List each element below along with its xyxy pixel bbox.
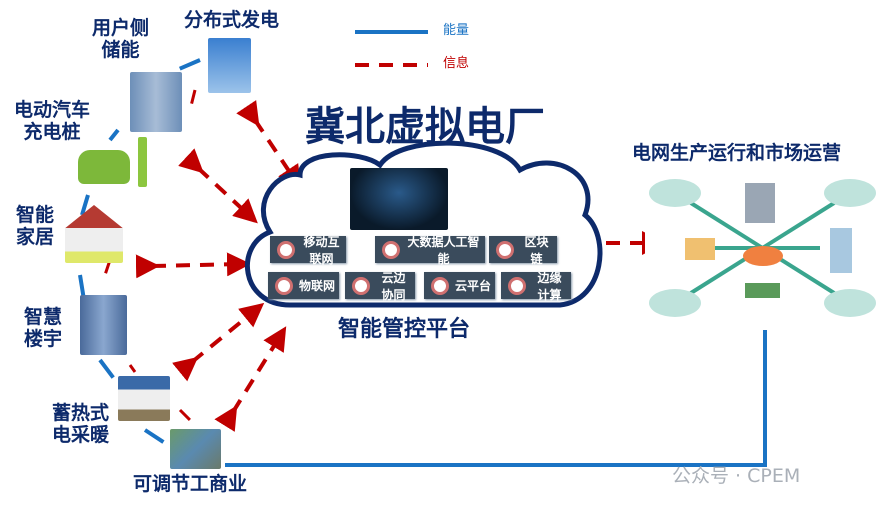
grid-label: 电网生产运行和市场运营 <box>632 142 842 164</box>
page-title: 冀北虚拟电厂 <box>305 104 545 150</box>
legend-energy-label: 能量 <box>443 23 470 38</box>
tech-edge-computing: 边缘计算 <box>501 271 571 302</box>
resource-label-building: 智慧 楼宇 <box>24 306 63 350</box>
resource-label-dg: 分布式发电 <box>184 9 280 31</box>
charging-pile-image <box>138 137 147 187</box>
info-arrow-ev <box>178 148 258 224</box>
resource-label-storage: 用户侧 储能 <box>92 17 150 61</box>
resource-label-home: 智能 家居 <box>16 204 55 248</box>
resource-label-industry: 可调节工商业 <box>133 473 248 495</box>
industrial-park-image <box>170 429 221 469</box>
platform-dashboard-image <box>350 168 448 230</box>
circle-icon <box>431 276 449 295</box>
watermark: 公众号 · CPEM <box>672 465 801 487</box>
energy-line-grid <box>225 330 767 467</box>
grid-network-image <box>645 168 880 328</box>
circle-icon <box>508 276 526 295</box>
circle-icon <box>277 240 295 259</box>
tech-blockchain: 区块链 <box>489 235 557 266</box>
circle-icon <box>352 276 370 295</box>
info-arrow-building <box>172 302 265 382</box>
resource-label-ev: 电动汽车 充电桩 <box>14 99 91 143</box>
tech-cloud-edge: 云边协同 <box>345 271 415 302</box>
heat-storage-image <box>118 376 170 421</box>
tech-mobile-internet: 移动互联网 <box>270 235 346 266</box>
wind-turbine-image <box>208 38 251 93</box>
info-arrow-dg <box>236 100 302 190</box>
platform-label: 智能管控平台 <box>338 317 471 342</box>
energy-line-left <box>78 58 201 447</box>
tech-cloud-platform: 云平台 <box>424 272 495 299</box>
info-line-left <box>103 89 197 427</box>
circle-icon <box>382 240 400 259</box>
resource-label-heating: 蓄热式 电采暖 <box>52 402 110 446</box>
circle-icon <box>496 240 514 259</box>
info-arrow-heating <box>214 326 287 432</box>
ev-car-image <box>78 150 130 184</box>
circle-icon <box>275 276 293 295</box>
tech-big-data-ai: 大数据人工智能 <box>375 235 485 266</box>
tech-iot: 物联网 <box>268 272 339 299</box>
grid-network-icon <box>649 179 876 317</box>
info-arrow-home <box>135 252 251 279</box>
smart-building-image <box>80 295 127 355</box>
legend-info-label: 信息 <box>443 56 470 71</box>
storage-image <box>130 72 182 132</box>
